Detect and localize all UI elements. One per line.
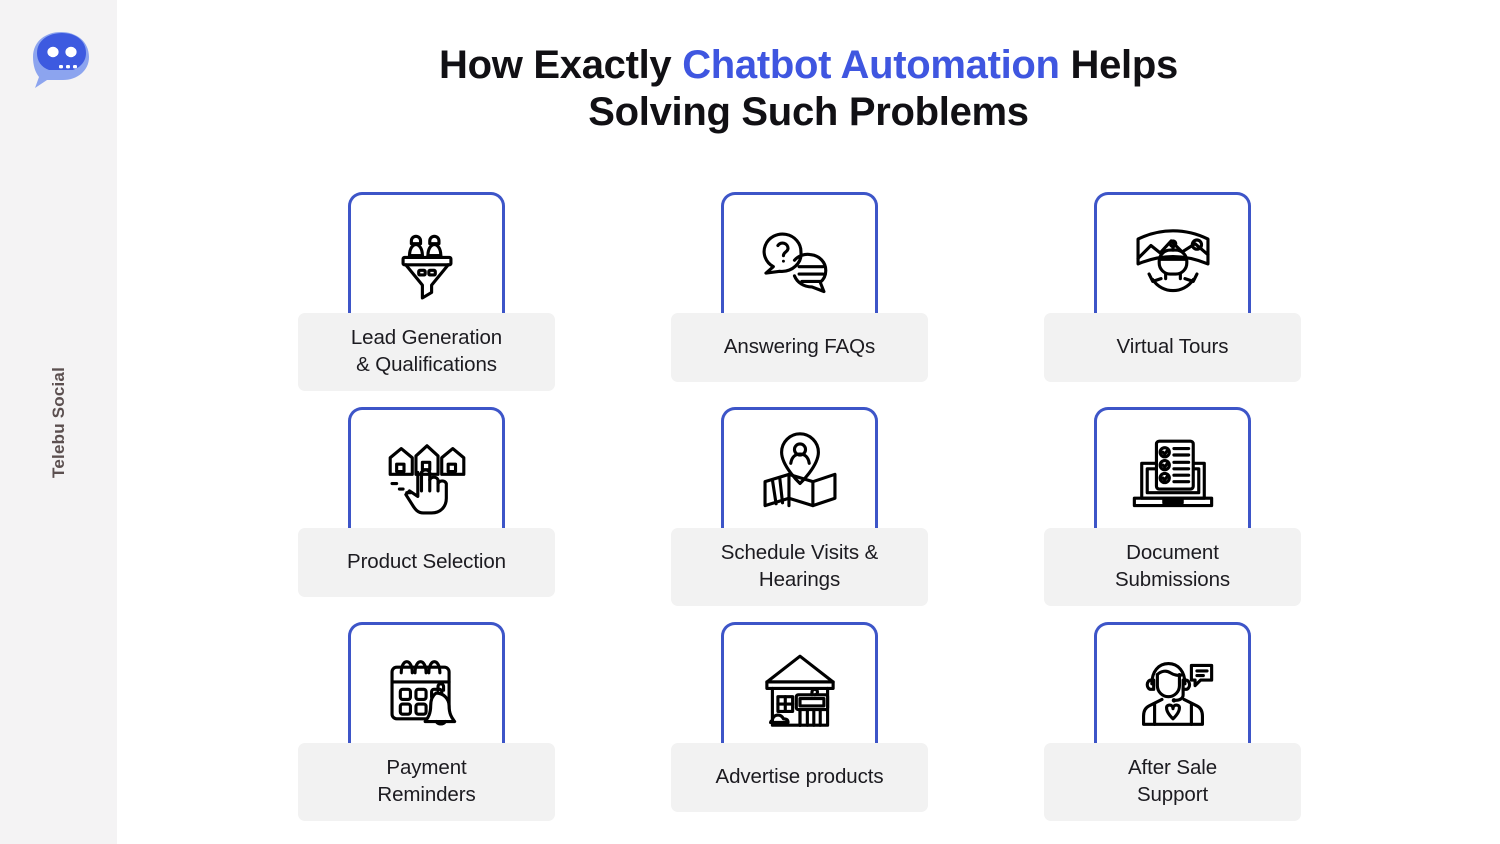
question-speech-bubbles-icon — [754, 217, 846, 309]
sidebar: Telebu Social — [0, 0, 117, 844]
feature-card[interactable]: Product Selection — [298, 400, 555, 615]
card-frame — [721, 192, 878, 327]
card-frame — [348, 192, 505, 327]
chat-bubble-bot-logo-icon — [23, 27, 97, 91]
lead-funnel-icon — [381, 217, 473, 309]
house-sale-sign-icon — [754, 647, 846, 739]
card-label: Schedule Visits &Hearings — [671, 528, 928, 606]
feature-card[interactable]: Answering FAQs — [671, 185, 928, 400]
feature-card[interactable]: Schedule Visits &Hearings — [671, 400, 928, 615]
card-label-text: Virtual Tours — [1116, 335, 1229, 359]
calendar-bell-icon — [381, 647, 473, 739]
card-label-text: Product Selection — [347, 550, 506, 574]
title-line-2: Solving Such Problems — [588, 90, 1029, 135]
feature-card[interactable]: Advertise products — [671, 615, 928, 830]
card-frame — [1094, 622, 1251, 757]
card-label-text: Lead Generation& Qualifications — [350, 326, 503, 376]
card-frame — [721, 407, 878, 542]
title-segment-2: Helps — [1059, 43, 1179, 87]
card-label: Product Selection — [298, 528, 555, 597]
card-label: Lead Generation& Qualifications — [298, 313, 555, 391]
card-frame — [1094, 192, 1251, 327]
brand-name: Telebu Social — [0, 0, 117, 844]
feature-card[interactable]: Lead Generation& Qualifications — [298, 185, 555, 400]
page-title: How Exactly Chatbot Automation Helps Sol… — [117, 42, 1500, 136]
card-label-text: Answering FAQs — [723, 335, 876, 359]
feature-card-grid: Lead Generation& Qualifications Answerin… — [298, 185, 1301, 825]
card-label: Advertise products — [671, 743, 928, 812]
feature-card[interactable]: Virtual Tours — [1044, 185, 1301, 400]
card-label: Virtual Tours — [1044, 313, 1301, 382]
map-location-pin-person-icon — [754, 432, 846, 524]
card-frame — [348, 407, 505, 542]
laptop-checklist-icon — [1127, 432, 1219, 524]
hand-pointing-houses-icon — [381, 432, 473, 524]
card-frame — [721, 622, 878, 757]
title-accent: Chatbot Automation — [682, 43, 1060, 87]
title-segment-1: How Exactly — [439, 43, 683, 87]
card-frame — [348, 622, 505, 757]
brand-name-text: Telebu Social — [48, 366, 68, 478]
card-label: Answering FAQs — [671, 313, 928, 382]
support-agent-headset-icon — [1127, 647, 1219, 739]
card-label-text: Schedule Visits &Hearings — [720, 541, 879, 591]
card-label-text: Advertise products — [715, 765, 884, 789]
card-frame — [1094, 407, 1251, 542]
vr-headset-panorama-icon — [1127, 217, 1219, 309]
